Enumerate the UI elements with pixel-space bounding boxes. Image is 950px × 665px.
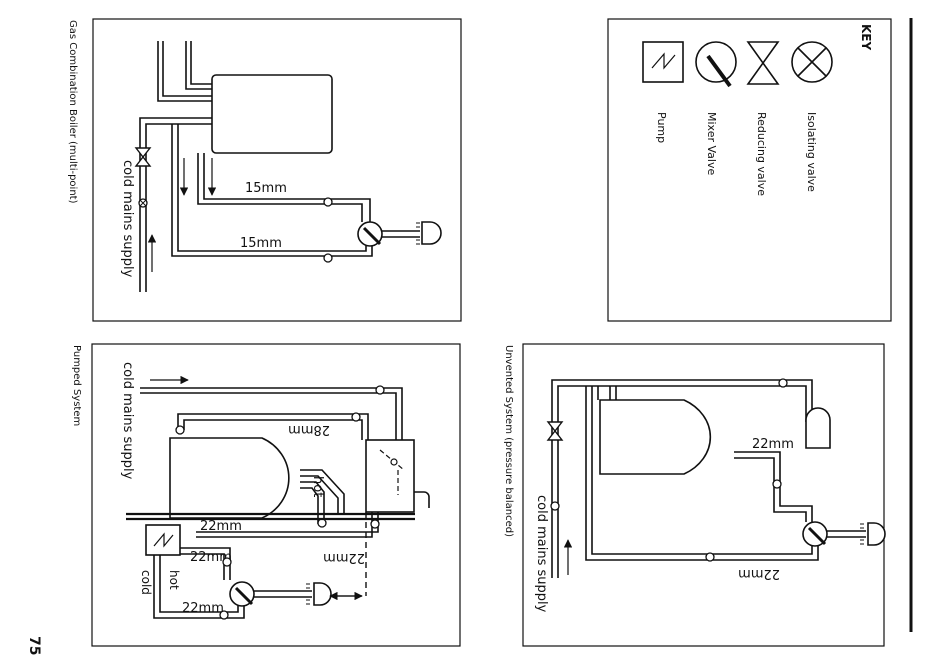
pumped-system-panel: Pumped System cold mains supply 28mm hot <box>71 344 460 646</box>
key-label-reducing: Reducing valve <box>755 112 768 196</box>
pumped-supply-label: cold mains supply <box>120 362 135 480</box>
mixer-valve <box>803 522 827 546</box>
shower-head <box>860 523 885 545</box>
flue-pipe-outer-b <box>163 41 213 96</box>
cold-mains-pipe <box>140 118 212 292</box>
isolating-valve <box>139 199 147 207</box>
pump-icon <box>643 42 683 82</box>
pipe-size-22mm-b: 22mm <box>323 550 365 565</box>
isolating-valve <box>371 520 379 528</box>
pipe-size-22mm-upper: 22mm <box>752 437 794 452</box>
shower-head <box>416 222 441 244</box>
isolating-valve <box>352 413 360 421</box>
pipe-size-22mm-lower: 22mm <box>738 566 780 581</box>
isolating-valve <box>706 553 714 561</box>
flue-pipe-inner <box>186 41 213 89</box>
key-panel: KEY Isolating valve Reducing valve Mixer… <box>608 19 891 321</box>
shower-riser <box>254 591 312 597</box>
pipe-size-15mm-upper: 15mm <box>245 181 287 196</box>
isolating-valve-icon <box>792 42 832 82</box>
gas-combination-boiler-panel: Gas Combination Boiler (multi-point) col… <box>67 19 461 321</box>
cold-label-lower: cold <box>139 570 153 595</box>
mixer-valve <box>358 222 382 246</box>
hot-label-lower: hot <box>167 570 181 590</box>
isolating-valve <box>773 480 781 488</box>
cold-water-cistern <box>366 440 414 512</box>
cylinder-inlet <box>598 386 616 400</box>
combination-boiler <box>212 75 332 153</box>
isolating-valve <box>318 519 326 527</box>
reducing-valve <box>548 422 562 440</box>
shower-head <box>306 583 331 605</box>
reducing-valve <box>136 148 150 166</box>
hot-water-cylinder <box>170 438 289 518</box>
pipe-size-15mm-lower: 15mm <box>240 236 282 251</box>
key-label-pump: Pump <box>655 112 668 143</box>
unvented-system-panel: Unvented System (pressure balanced) cold… <box>503 344 885 646</box>
cold-feed-28mm-b <box>184 420 362 440</box>
unvented-panel-title: Unvented System (pressure balanced) <box>503 345 514 537</box>
pump <box>146 525 180 555</box>
hot-pipe-22mm-b <box>734 458 806 522</box>
unvented-cylinder <box>600 400 710 474</box>
isolating-valve <box>551 502 559 510</box>
page-number: 75 <box>26 636 42 655</box>
shower-riser <box>382 231 420 237</box>
flue-pipe-inner-b <box>191 41 213 84</box>
reducing-valve-icon <box>748 42 778 84</box>
isolating-valve <box>324 254 332 262</box>
shower-riser <box>827 531 866 537</box>
expansion-vessel <box>806 408 830 448</box>
float-valve <box>391 459 397 465</box>
pipe-size-28mm: 28mm <box>288 422 330 437</box>
isolating-valve <box>223 558 231 566</box>
cold-mains-pipe-b <box>146 124 212 292</box>
vent-pipe <box>414 492 429 508</box>
mixer-valve-icon <box>696 42 736 86</box>
isolating-valve <box>176 426 184 434</box>
hot-feed-pipe-b <box>204 153 370 222</box>
key-label-mixer: Mixer Valve <box>705 112 718 175</box>
isolating-valve <box>779 379 787 387</box>
gas-panel-frame <box>93 19 461 321</box>
key-title: KEY <box>859 24 873 50</box>
unvented-supply-label: cold mains supply <box>534 495 549 613</box>
key-label-isolating: Isolating valve <box>805 112 818 192</box>
gas-panel-title: Gas Combination Boiler (multi-point) <box>67 20 78 204</box>
mixer-valve <box>230 582 254 606</box>
pipe-size-22mm-d: 22mm <box>182 601 224 616</box>
pumped-panel-title: Pumped System <box>71 345 82 426</box>
isolating-valve <box>376 386 384 394</box>
unvented-panel-frame <box>523 344 884 646</box>
cold-feed-28mm <box>178 414 368 440</box>
isolating-valve <box>324 198 332 206</box>
gas-supply-label: cold mains supply <box>120 160 135 278</box>
